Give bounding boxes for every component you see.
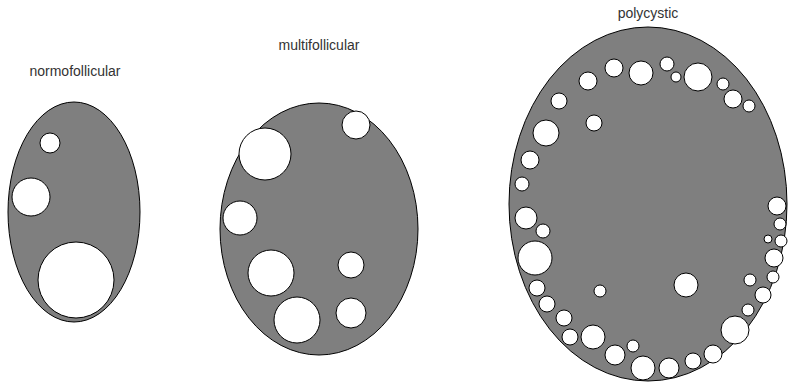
- follicle: [40, 133, 60, 153]
- follicle: [586, 115, 602, 131]
- ovary-outline: [216, 36, 422, 358]
- follicle: [518, 241, 552, 275]
- follicle: [629, 61, 653, 85]
- follicle: [515, 207, 537, 229]
- ovary-node: polycystic: [508, 4, 788, 383]
- follicle: [12, 178, 50, 216]
- follicle: [38, 242, 114, 318]
- follicle: [223, 201, 257, 235]
- ovary-body: [509, 27, 787, 381]
- category-label: normofollicular: [2, 62, 148, 80]
- follicle: [671, 72, 681, 82]
- follicle: [744, 274, 756, 286]
- follicle: [336, 298, 366, 328]
- follicle: [774, 218, 786, 230]
- follicle: [724, 90, 742, 108]
- follicle: [529, 280, 545, 296]
- follicle: [659, 358, 679, 378]
- follicle: [767, 271, 779, 283]
- follicle: [704, 345, 722, 363]
- follicle: [631, 356, 655, 380]
- ovary-node: normofollicular: [4, 62, 146, 326]
- follicle: [342, 111, 370, 139]
- follicle: [755, 287, 771, 303]
- follicle: [627, 340, 639, 352]
- follicle: [764, 235, 772, 243]
- follicle: [248, 250, 294, 296]
- follicle: [536, 224, 550, 238]
- follicle: [521, 151, 539, 169]
- ovary-body: [8, 102, 140, 322]
- follicle: [581, 325, 605, 349]
- follicle: [765, 249, 783, 267]
- category-label: polycystic: [506, 4, 789, 22]
- follicle: [742, 304, 754, 316]
- follicle: [717, 78, 729, 90]
- follicle: [551, 93, 567, 109]
- follicle: [515, 177, 529, 191]
- follicle: [562, 329, 578, 345]
- ovary-outline: [508, 4, 788, 383]
- follicle: [684, 63, 712, 91]
- follicle: [239, 128, 291, 180]
- follicle: [674, 273, 698, 297]
- follicle: [556, 310, 572, 326]
- follicle: [768, 197, 786, 215]
- follicle: [539, 296, 555, 312]
- follicle: [660, 57, 674, 71]
- follicle: [775, 235, 787, 247]
- follicle: [605, 59, 623, 77]
- category-label: multifollicular: [214, 36, 424, 54]
- follicle: [685, 353, 701, 369]
- follicle: [594, 285, 606, 297]
- follicle: [579, 72, 597, 90]
- follicle: [533, 120, 559, 146]
- follicle: [605, 345, 625, 365]
- follicle: [338, 252, 364, 278]
- follicle: [721, 316, 749, 344]
- follicle: [743, 100, 755, 112]
- ovary-body: [220, 103, 418, 355]
- ovary-outline: [4, 62, 146, 326]
- ovary-node: multifollicular: [216, 36, 422, 358]
- follicle: [274, 297, 320, 343]
